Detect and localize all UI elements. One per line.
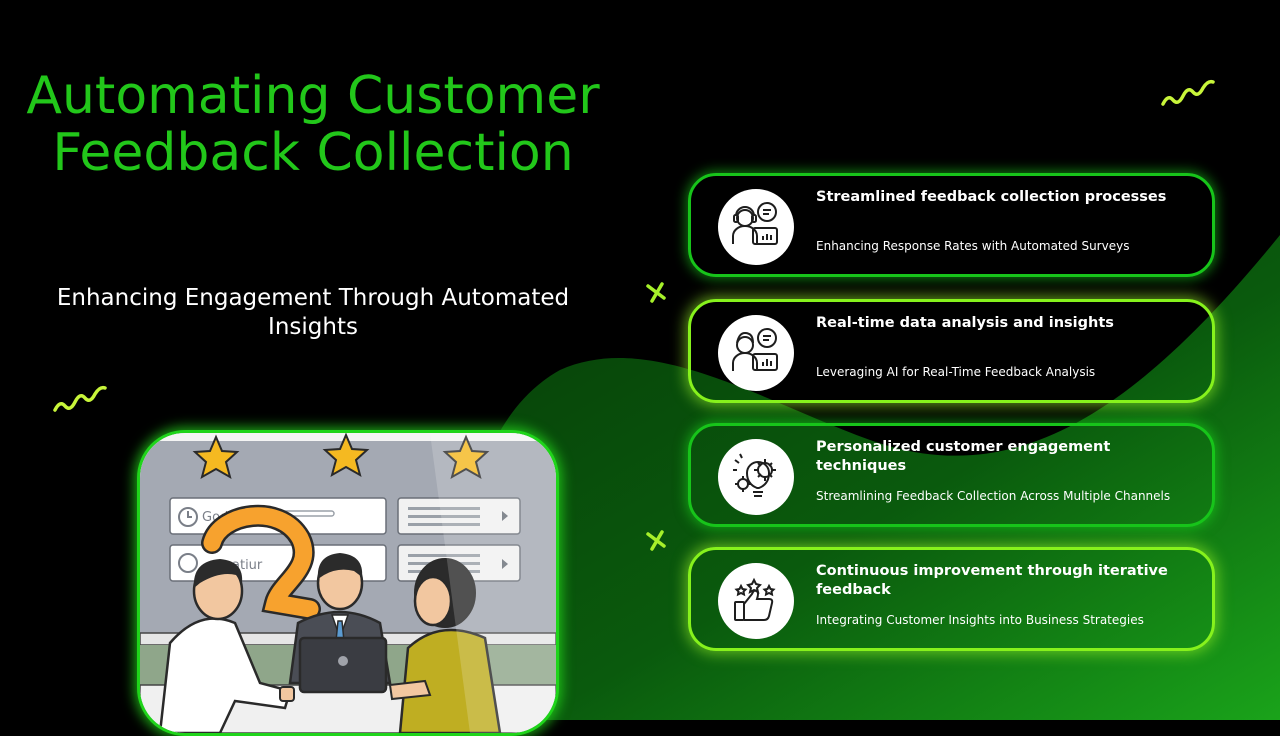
meeting-illustration: Godlarch atiur xyxy=(137,430,559,736)
analyst-dashboard-icon xyxy=(732,328,778,371)
background-gradient-shape xyxy=(450,235,1280,720)
card-description: Enhancing Response Rates with Automated … xyxy=(816,239,1130,253)
card-icon-badge xyxy=(718,439,794,515)
card-description: Leveraging AI for Real-Time Feedback Ana… xyxy=(816,365,1096,379)
card-description: Integrating Customer Insights into Busin… xyxy=(816,613,1144,627)
card-icon-badge xyxy=(718,189,794,265)
gear-lightbulb-icon xyxy=(733,453,776,497)
thumbs-up-stars-icon xyxy=(734,577,776,621)
feature-card-1: Streamlined feedback collection processe… xyxy=(688,173,1215,277)
card-title: Personalized customer engagement techniq… xyxy=(816,439,1111,474)
sparkle-icon xyxy=(646,530,666,551)
card-title: Continuous improvement through iterative… xyxy=(816,563,1168,598)
meeting-person-middle xyxy=(288,553,392,694)
card-icon-badge xyxy=(718,563,794,639)
squiggle-decoration-left xyxy=(53,385,107,412)
card-title: Real-time data analysis and insights xyxy=(816,315,1114,331)
meeting-person-right xyxy=(388,558,502,733)
feature-card-4: Continuous improvement through iterative… xyxy=(688,547,1215,651)
slide-title: Automating Customer Feedback Collection xyxy=(26,66,600,183)
squiggle-decoration-top-right xyxy=(1161,79,1215,106)
meeting-person-left xyxy=(158,559,295,733)
feature-card-3: Personalized customer engagement techniq… xyxy=(688,423,1215,527)
support-agent-icon xyxy=(732,202,778,245)
card-title: Streamlined feedback collection processe… xyxy=(816,189,1167,205)
sparkle-icon xyxy=(646,282,666,303)
rating-star-icon xyxy=(192,433,490,480)
slide-subtitle: Enhancing Engagement Through Automated I… xyxy=(56,285,570,340)
feature-card-2: Real-time data analysis and insights Lev… xyxy=(688,299,1215,403)
card-description: Streamlining Feedback Collection Across … xyxy=(816,489,1171,503)
card-icon-badge xyxy=(718,315,794,391)
